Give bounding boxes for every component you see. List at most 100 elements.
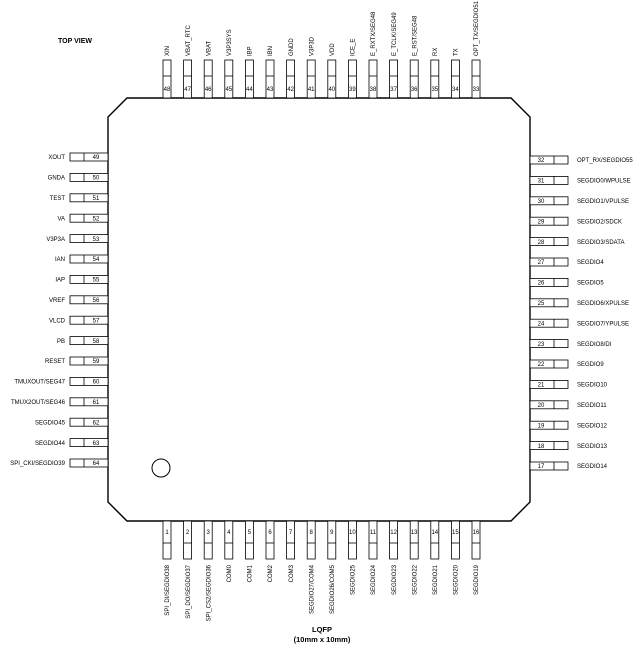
pin-53-lead: [69, 234, 109, 244]
pin-48-number: 48: [164, 87, 171, 93]
pin-7-label: COM3: [289, 564, 295, 582]
pin-31-lead: [529, 175, 569, 185]
pin-34-lead: [450, 59, 460, 99]
pin-50-number: 50: [93, 176, 100, 182]
pin-37-label: E_TCLK/SEG49: [392, 12, 398, 56]
pin-3-label: SPI_CS2/SEGDIO36: [206, 564, 212, 621]
pin-4-number: 4: [227, 530, 231, 536]
pin-60-lead: [69, 376, 109, 386]
pin-1-lead: [162, 520, 172, 560]
pin-3-number: 3: [207, 530, 211, 536]
pin-19-number: 19: [538, 423, 545, 429]
pin-11-number: 11: [370, 530, 377, 536]
pin-60-label: TMUXOUT/SEG47: [14, 380, 65, 386]
pin-28-lead: [529, 237, 569, 247]
pin-57-number: 57: [93, 318, 100, 324]
pin-56-label: VREF: [49, 298, 65, 304]
pin-54-lead: [69, 254, 109, 264]
package-size: (10mm x 10mm): [294, 635, 351, 644]
pin-41-lead: [306, 59, 316, 99]
pin-13-label: SEGDIO22: [412, 564, 418, 595]
pin-62-lead: [69, 417, 109, 427]
pin-49-lead: [69, 152, 109, 162]
pin-26-number: 26: [538, 281, 545, 287]
pin-52-number: 52: [93, 216, 100, 222]
pin-39-number: 39: [349, 87, 356, 93]
pin-56-lead: [69, 295, 109, 305]
pin-22-label: SEGDIO9: [577, 362, 604, 368]
pin-12-label: SEGDIO23: [392, 564, 398, 595]
pin-64-label: SPI_CKI/SEGDIO39: [10, 461, 65, 467]
pin-38-number: 38: [370, 87, 377, 93]
pin-12-lead: [389, 520, 399, 560]
pin-30-label: SEGDIO1/VPULSE: [577, 199, 629, 205]
pin-39-label: ICE_E: [351, 39, 357, 56]
pin-48-lead: [162, 59, 172, 99]
pin-42-lead: [286, 59, 296, 99]
top-view-label: TOP VIEW: [58, 38, 92, 45]
pin-32-number: 32: [538, 158, 545, 164]
pin-57-lead: [69, 315, 109, 325]
pin-16-lead: [471, 520, 481, 560]
pin-46-label: VBAT: [206, 40, 212, 56]
pin-64-lead: [69, 458, 109, 468]
pin1-indicator-circle: [151, 458, 171, 478]
pin-13-number: 13: [411, 530, 418, 536]
pin-15-number: 15: [452, 530, 459, 536]
pin-37-lead: [389, 59, 399, 99]
pin-34-label: TX: [454, 48, 460, 56]
pin-33-number: 33: [473, 87, 480, 93]
pin-58-label: PB: [57, 339, 65, 345]
pin-10-number: 10: [349, 530, 356, 536]
pin-36-lead: [409, 59, 419, 99]
pin-22-lead: [529, 359, 569, 369]
pin-27-lead: [529, 257, 569, 267]
pin-20-lead: [529, 400, 569, 410]
pin-59-label: RESET: [45, 359, 65, 365]
pin-35-number: 35: [431, 87, 438, 93]
pin-10-lead: [347, 520, 357, 560]
pin-39-lead: [347, 59, 357, 99]
pin-14-number: 14: [431, 530, 438, 536]
pin-44-lead: [244, 59, 254, 99]
pin-45-number: 45: [225, 87, 232, 93]
pin-62-number: 62: [93, 420, 100, 426]
pin-40-lead: [327, 59, 337, 99]
pin-37-number: 37: [390, 87, 397, 93]
pin-57-label: VLCD: [49, 318, 66, 324]
pin-4-label: COM0: [227, 564, 233, 582]
pin-51-number: 51: [93, 196, 100, 202]
pin-35-label: RX: [433, 48, 439, 56]
pin-11-lead: [368, 520, 378, 560]
pin-27-label: SEGDIO4: [577, 260, 604, 266]
pin-32-lead: [529, 155, 569, 165]
pin-6-number: 6: [268, 530, 272, 536]
chip-body: [107, 97, 531, 522]
pin-53-label: V3P3A: [46, 237, 65, 243]
pin-30-number: 30: [538, 199, 545, 205]
pin-44-label: IBP: [248, 46, 254, 56]
pin-17-number: 17: [538, 464, 545, 470]
pin-41-number: 41: [308, 87, 315, 93]
pin-61-number: 61: [93, 400, 100, 406]
pin-43-label: IBN: [268, 46, 274, 56]
pin-63-lead: [69, 438, 109, 448]
pin-2-number: 2: [186, 530, 190, 536]
pin-17-lead: [529, 461, 569, 471]
pin-34-number: 34: [452, 87, 459, 93]
pin-55-lead: [69, 274, 109, 284]
pin-41-label: V3P3D: [309, 36, 315, 56]
pin-9-lead: [327, 520, 337, 560]
pin-24-lead: [529, 318, 569, 328]
pin-22-number: 22: [538, 362, 545, 368]
pin-14-lead: [430, 520, 440, 560]
pin-43-number: 43: [267, 87, 274, 93]
pin-58-number: 58: [93, 339, 100, 345]
pin-16-label: SEGDIO19: [474, 564, 480, 595]
pin-54-number: 54: [93, 257, 100, 263]
pin-31-number: 31: [538, 179, 545, 185]
pin-21-label: SEGDIO10: [577, 383, 608, 389]
pin-28-number: 28: [538, 240, 545, 246]
pin-9-number: 9: [330, 530, 334, 536]
